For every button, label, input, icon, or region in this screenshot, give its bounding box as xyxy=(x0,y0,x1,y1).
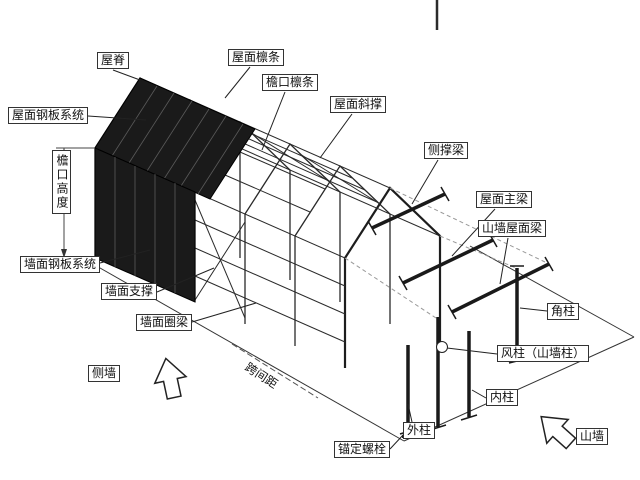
gable-wall-arrow-icon xyxy=(540,415,577,450)
outer-column-label: 外柱 xyxy=(403,422,436,439)
wall-girt-lines xyxy=(194,219,346,343)
wind-column-label: 风柱（山墙柱） xyxy=(497,345,590,362)
roof-sheet-system-label: 屋面钢板系统 xyxy=(8,107,89,124)
wall-sheet-system-label: 墙面钢板系统 xyxy=(20,256,101,273)
leader-lines xyxy=(87,66,548,450)
dimension-arrow-down xyxy=(61,249,67,258)
side-support-beam-member xyxy=(367,186,450,236)
wind-column-callout-circle xyxy=(436,341,448,353)
gable-wall-label: 山墙 xyxy=(576,428,609,445)
inner-column-member xyxy=(460,331,478,421)
gable-roof-beam-member xyxy=(447,256,554,320)
wall-cladding xyxy=(94,147,196,303)
roof-bracing-label: 屋面斜撑 xyxy=(330,96,387,113)
side-support-beam-label: 侧撑梁 xyxy=(424,142,469,159)
wall-bracing-label: 墙面支撑 xyxy=(101,283,158,300)
wind-column-member xyxy=(429,317,447,431)
gable-roof-beam-label: 山墙屋面梁 xyxy=(478,220,547,237)
inner-column-label: 内柱 xyxy=(486,389,519,406)
ridge-label: 屋脊 xyxy=(97,52,130,69)
roof-cladding xyxy=(94,77,256,200)
anchor-bolt-label: 锚定螺栓 xyxy=(334,441,391,458)
eave-height-label: 檐口高度 xyxy=(52,150,71,214)
roof-purlin-label: 屋面檩条 xyxy=(228,49,285,66)
roof-cladding-ribs xyxy=(111,85,244,195)
assembly-guide-lines xyxy=(344,187,546,319)
span-spacing-dimension-line xyxy=(231,343,319,399)
side-wall-arrow-icon xyxy=(153,357,188,400)
outer-column-member xyxy=(399,345,417,435)
wall-bracing-rods xyxy=(194,199,246,319)
corner-column-label: 角柱 xyxy=(547,303,580,320)
roof-main-beam-label: 屋面主梁 xyxy=(476,191,533,208)
eave-purlin-label: 檐口檩条 xyxy=(262,74,319,91)
wall-girt-label: 墙面圈梁 xyxy=(136,314,193,331)
wall-cladding-ribs xyxy=(114,157,176,293)
roof-bracing-rods xyxy=(249,131,381,205)
roof-main-beam-member xyxy=(398,232,498,291)
side-wall-label: 侧墙 xyxy=(88,365,121,382)
